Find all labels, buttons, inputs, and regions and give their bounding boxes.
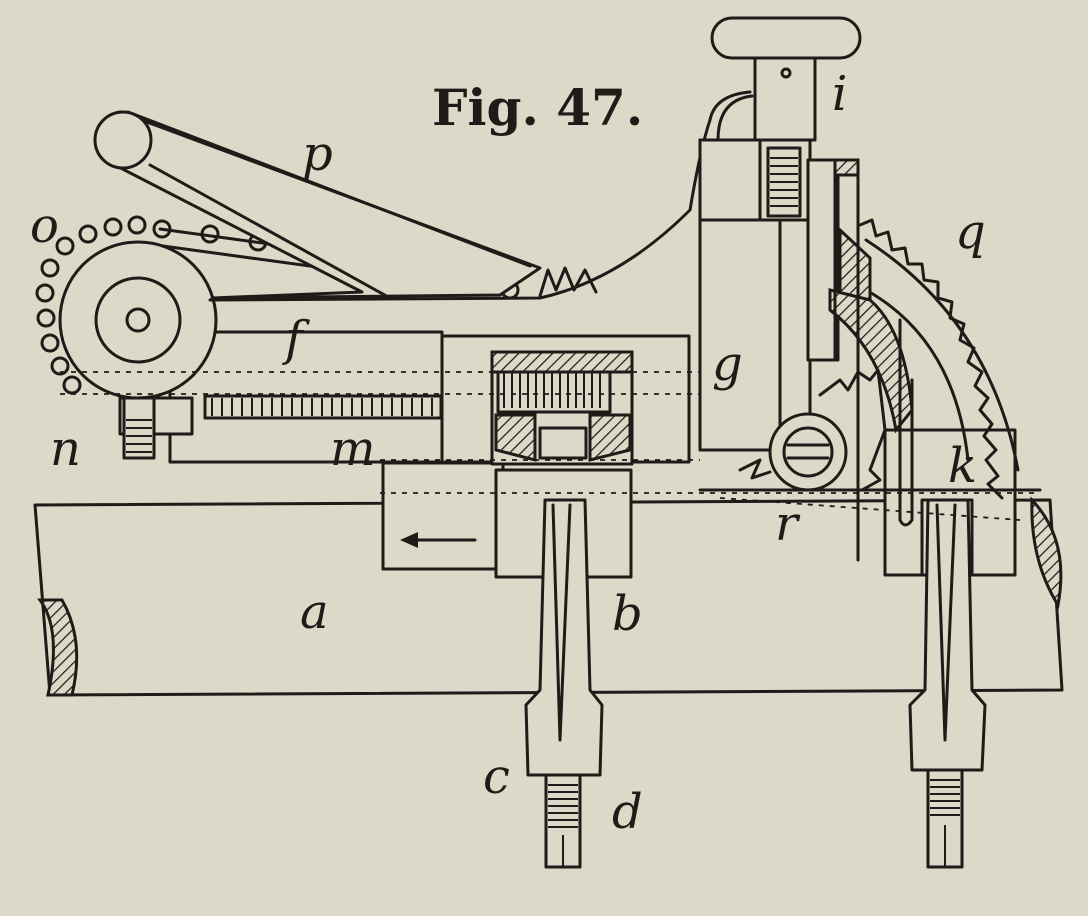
label-d: d bbox=[612, 784, 643, 840]
figure-title: Fig. 47. bbox=[432, 78, 643, 137]
label-m: m bbox=[330, 421, 376, 477]
label-q: q bbox=[955, 204, 986, 260]
label-g: g bbox=[712, 336, 743, 392]
set-screw bbox=[768, 412, 848, 492]
label-n: n bbox=[50, 421, 81, 477]
label-p: p bbox=[302, 126, 333, 182]
label-i: i bbox=[832, 66, 847, 122]
label-c: c bbox=[483, 749, 510, 805]
slide-block bbox=[381, 461, 505, 571]
label-a: a bbox=[300, 584, 329, 640]
label-r: r bbox=[775, 496, 801, 552]
label-k: k bbox=[948, 438, 977, 494]
label-o: o bbox=[30, 198, 59, 254]
clamp-b bbox=[439, 334, 691, 579]
gear-sector-q bbox=[698, 158, 1042, 562]
clamp-k bbox=[883, 428, 1017, 869]
lever-arm-p bbox=[93, 90, 752, 302]
main-bar bbox=[33, 496, 1064, 697]
label-b: b bbox=[612, 586, 643, 642]
left-cutter-bolt bbox=[524, 498, 604, 869]
part-labels: a b c d f g i k m n o p q r bbox=[30, 66, 986, 840]
housing-g bbox=[698, 16, 862, 452]
center-lines bbox=[60, 371, 1035, 521]
